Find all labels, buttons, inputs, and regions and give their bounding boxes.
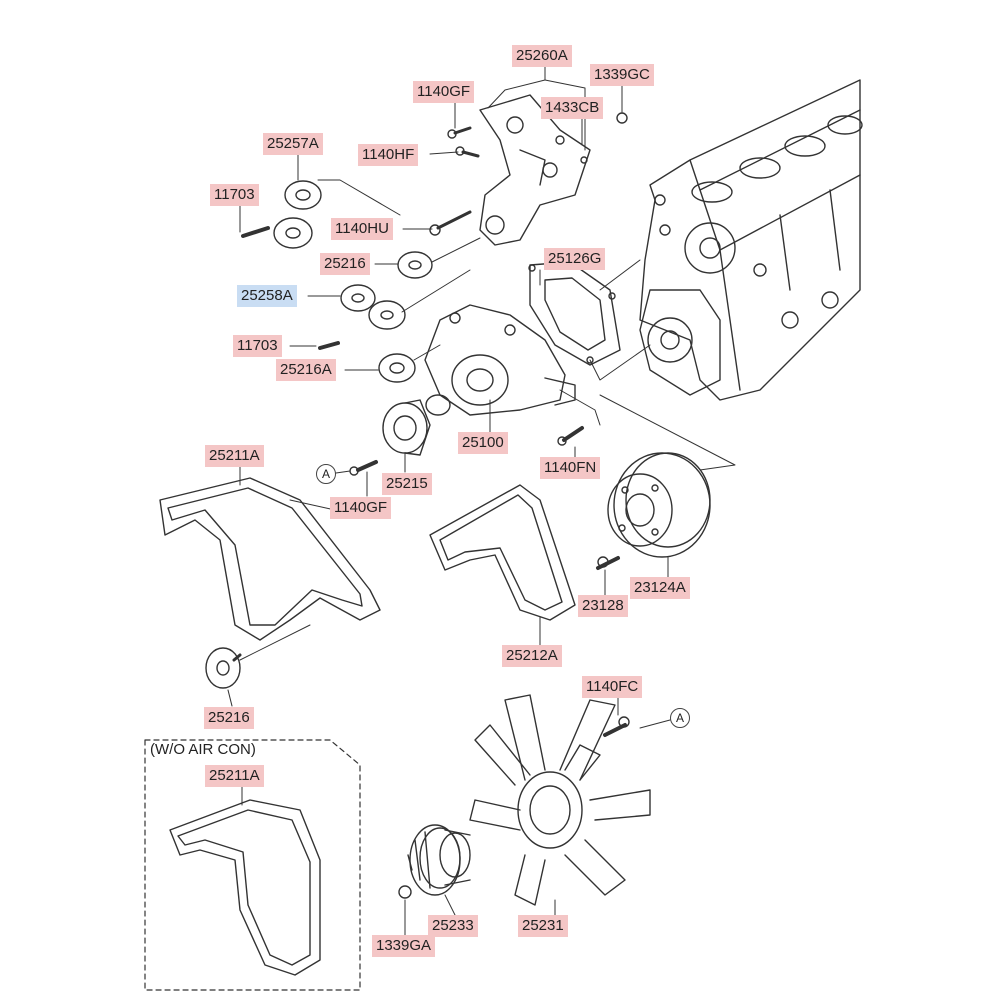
label-11703-mid[interactable]: 11703 xyxy=(233,335,282,357)
label-1339GC[interactable]: 1339GC xyxy=(590,64,654,86)
belt-25211A-upper xyxy=(159,477,381,641)
label-1140HU[interactable]: 1140HU xyxy=(331,218,393,240)
belt-25212A xyxy=(429,484,576,621)
label-23124A[interactable]: 23124A xyxy=(630,577,690,599)
label-25258A[interactable]: 25258A xyxy=(237,285,297,307)
wo-air-con-box xyxy=(144,739,361,991)
reference-marker-a-right: A xyxy=(670,708,690,728)
crankshaft-damper xyxy=(596,452,711,570)
label-25260A[interactable]: 25260A xyxy=(512,45,572,67)
idler-pulley-25257A xyxy=(273,180,322,249)
gasket xyxy=(528,261,621,366)
water-pump xyxy=(424,304,576,416)
label-25211A-top[interactable]: 25211A xyxy=(205,445,264,467)
label-25100[interactable]: 25100 xyxy=(458,432,508,454)
bracket xyxy=(479,94,591,246)
label-11703-top[interactable]: 11703 xyxy=(210,184,259,206)
bolt-1140FN xyxy=(557,426,584,446)
leader-lines xyxy=(227,62,736,936)
label-25216A[interactable]: 25216A xyxy=(276,359,336,381)
label-1339GA[interactable]: 1339GA xyxy=(372,935,436,957)
label-1140GF-mid[interactable]: 1140GF xyxy=(330,497,392,519)
tensioner-pulley-25258A xyxy=(340,284,406,330)
label-25126G[interactable]: 25126G xyxy=(544,248,606,270)
label-1433CB[interactable]: 1433CB xyxy=(541,97,604,119)
label-1140HF[interactable]: 1140HF xyxy=(358,144,419,166)
label-25216-lower[interactable]: 25216 xyxy=(204,707,254,729)
label-25231[interactable]: 25231 xyxy=(518,915,568,937)
label-1140FC[interactable]: 1140FC xyxy=(582,676,643,698)
bolts-upper xyxy=(241,112,628,350)
cooling-fan xyxy=(469,694,651,906)
wo-air-con-note: (W/O AIR CON) xyxy=(150,741,256,758)
idler-pulley-25216-lower xyxy=(205,647,242,689)
label-1140FN[interactable]: 1140FN xyxy=(540,457,601,479)
belt-25211A-lower xyxy=(169,799,321,976)
fan-clutch xyxy=(398,824,471,899)
idler-pulley-25216A xyxy=(378,353,416,383)
label-25215[interactable]: 25215 xyxy=(382,473,432,495)
label-25211A-lower[interactable]: 25211A xyxy=(205,765,264,787)
fan-pulley xyxy=(349,399,431,476)
label-25216-mid[interactable]: 25216 xyxy=(320,253,370,275)
label-25257A[interactable]: 25257A xyxy=(263,133,323,155)
label-25233[interactable]: 25233 xyxy=(428,915,478,937)
engine-block xyxy=(639,79,863,401)
reference-marker-a-left: A xyxy=(316,464,336,484)
label-1140GF-top[interactable]: 1140GF xyxy=(413,81,475,103)
label-25212A[interactable]: 25212A xyxy=(502,645,562,667)
label-23128[interactable]: 23128 xyxy=(578,595,628,617)
idler-pulley-25216 xyxy=(397,251,433,279)
